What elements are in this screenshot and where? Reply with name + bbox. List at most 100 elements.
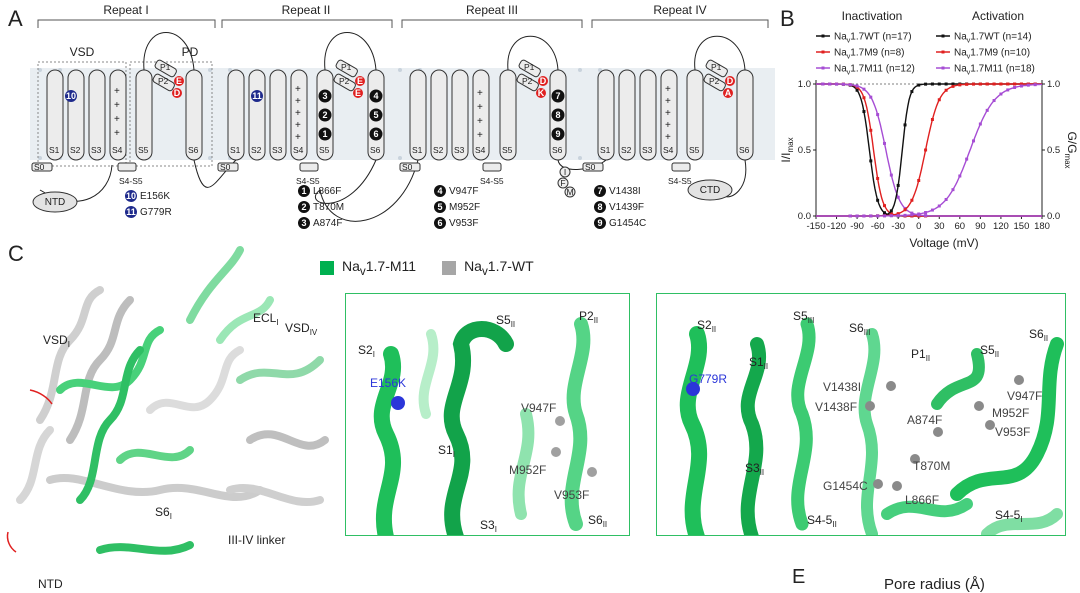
series-point [1006,82,1010,86]
svg-text:S0: S0 [34,162,45,172]
legend-marker [941,50,945,54]
svg-text:6: 6 [437,218,442,228]
svg-text:2: 2 [322,110,327,120]
repeat-3-label: Repeat III [466,3,518,17]
series-point [999,92,1003,96]
svg-text:P1: P1 [160,62,171,72]
z2-s5iii: S5III [793,309,814,325]
series-point [972,139,976,143]
label-vsd1: VSDI [43,333,70,349]
z2-mut-m952f: M952F [992,406,1029,420]
series-point [958,174,962,178]
y-tick-label-right: 0.5 [1047,145,1060,156]
label-vsd4: VSDIV [285,321,318,337]
z1-mut-e156k: E156K [370,376,406,390]
svg-text:P1: P1 [341,62,352,72]
svg-text:T870M: T870M [313,202,344,213]
zoom-box-1: S2I S5II P2II S1I S3I S6II E156K V947F M… [345,293,630,536]
legend-marker [941,34,945,38]
series-point [896,183,900,187]
series-point [896,214,900,218]
vsd-mutation-key: 10 E156K 11 G779R [125,190,172,218]
svg-text:4: 4 [437,186,442,196]
svg-text:+: + [295,132,301,143]
svg-text:P1: P1 [524,62,535,72]
svg-text:I: I [564,167,566,177]
series-point [869,159,873,163]
svg-text:F: F [560,178,565,188]
series-point [841,82,845,86]
legend-wt: Nav1.7-WT [464,258,534,278]
panel-letter-a: A [8,6,23,31]
svg-text:10: 10 [66,91,76,101]
series-point [896,212,900,216]
series-point [917,178,921,182]
series-point [1019,82,1023,86]
repeat-4-label: Repeat IV [653,3,706,17]
svg-text:+: + [477,116,483,127]
z2-s3: S3II [745,461,764,477]
p-helix-labels: P1 P2 P1 P2 P1 P2 P1 P2 [158,62,722,86]
y-tick-label-right: 0.0 [1047,211,1060,222]
v1438i-atom [886,381,896,391]
z1-s6: S6II [588,513,607,529]
ctd-domain [687,179,733,201]
x-tick-label: 180 [1034,221,1050,232]
svg-text:S6: S6 [552,145,563,155]
series-point [869,214,873,218]
svg-text:V947F: V947F [449,186,478,197]
y-tick-label-left: 0.0 [798,211,811,222]
ctd-label: CTD [700,185,721,196]
svg-text:S3: S3 [454,145,465,155]
series-point [828,82,832,86]
svg-text:S3: S3 [91,145,102,155]
connecting-loops [39,32,747,222]
svg-text:+: + [665,108,671,119]
pore-mutation-key-a: 1 L866F 2 T870M 3 A874F [298,185,344,229]
svg-text:8: 8 [597,202,602,212]
series-point [910,90,914,94]
svg-text:S4: S4 [293,145,304,155]
y-axis-label-left: I/Imax [779,137,795,162]
svg-text:E156K: E156K [140,191,170,202]
svg-text:S2: S2 [621,145,632,155]
z1-s5: S5II [496,313,515,329]
legend-marker [941,66,945,70]
series-point [944,197,948,201]
series-point [882,204,886,208]
legend-swatch-wt [442,260,457,275]
series-point [855,88,859,92]
z2-s6ii: S6II [1029,327,1048,343]
svg-text:11: 11 [252,91,262,101]
svg-text:S4-S5: S4-S5 [480,176,504,186]
label-ecl: ECLI [253,311,279,327]
y-tick-label-left: 0.5 [798,145,811,156]
svg-text:S0: S0 [585,162,596,172]
svg-text:E: E [357,76,363,86]
l866f-atom [892,481,902,491]
svg-text:S1: S1 [49,145,60,155]
series-point [1033,83,1037,87]
series-point [876,176,880,180]
svg-text:M: M [566,187,573,197]
z2-mut-a874f: A874F [907,413,942,427]
svg-text:I/Imax: I/Imax [779,137,795,162]
series-point [965,157,969,161]
series-line [816,83,1042,217]
chart-title-activation: Activation [972,9,1024,23]
svg-text:S4-S5: S4-S5 [119,176,143,186]
svg-text:11: 11 [126,207,136,217]
series-point [903,208,907,212]
svg-text:S0: S0 [402,162,413,172]
svg-text:5: 5 [373,110,378,120]
v947f-atom [555,416,565,426]
v953f-atom-2 [985,420,995,430]
series-point [889,209,893,213]
svg-text:E: E [355,88,361,98]
svg-text:P1: P1 [711,62,722,72]
x-tick-label: 60 [955,221,966,232]
panel-letter-b: B [780,6,795,31]
series-point [876,214,880,218]
rotation-arrow-bottom [6,531,17,553]
ntd-domain [32,191,78,213]
